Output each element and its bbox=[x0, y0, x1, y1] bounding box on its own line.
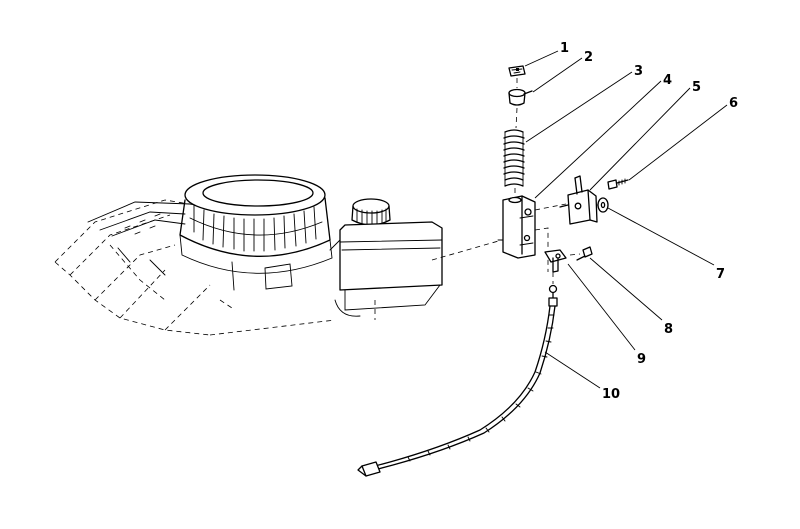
recoil-starter-housing bbox=[179, 174, 341, 291]
fuel-tank bbox=[334, 221, 443, 320]
part-8-screw bbox=[576, 246, 593, 261]
part-label-10: 10 bbox=[602, 387, 620, 402]
part-label-6: 6 bbox=[729, 96, 738, 111]
part-2-bushing bbox=[508, 88, 533, 106]
part-6-screw bbox=[607, 178, 629, 190]
part-4-throttle-bracket bbox=[497, 195, 549, 272]
fuel-cap bbox=[351, 198, 391, 226]
part-7-washer bbox=[597, 197, 609, 213]
part-label-4: 4 bbox=[663, 73, 672, 88]
part-label-1: 1 bbox=[560, 41, 569, 56]
leader-lines bbox=[524, 50, 728, 389]
assembly-centerlines bbox=[431, 78, 598, 284]
part-1-knob bbox=[508, 65, 526, 77]
engine-deck-plate bbox=[87, 201, 191, 276]
mower-deck-outline bbox=[54, 199, 336, 336]
part-label-5: 5 bbox=[692, 80, 701, 95]
part-9-cable-clamp bbox=[544, 249, 567, 273]
part-label-2: 2 bbox=[584, 50, 593, 65]
part-label-3: 3 bbox=[634, 64, 643, 79]
part-label-9: 9 bbox=[637, 352, 646, 367]
part-10-throttle-cable bbox=[357, 284, 558, 477]
part-label-7: 7 bbox=[716, 267, 725, 282]
part-5-control-block bbox=[559, 175, 598, 225]
part-label-8: 8 bbox=[664, 322, 673, 337]
part-number-labels: 1 2 3 4 5 6 7 8 9 10 bbox=[560, 41, 738, 402]
part-3-spring bbox=[503, 129, 525, 187]
